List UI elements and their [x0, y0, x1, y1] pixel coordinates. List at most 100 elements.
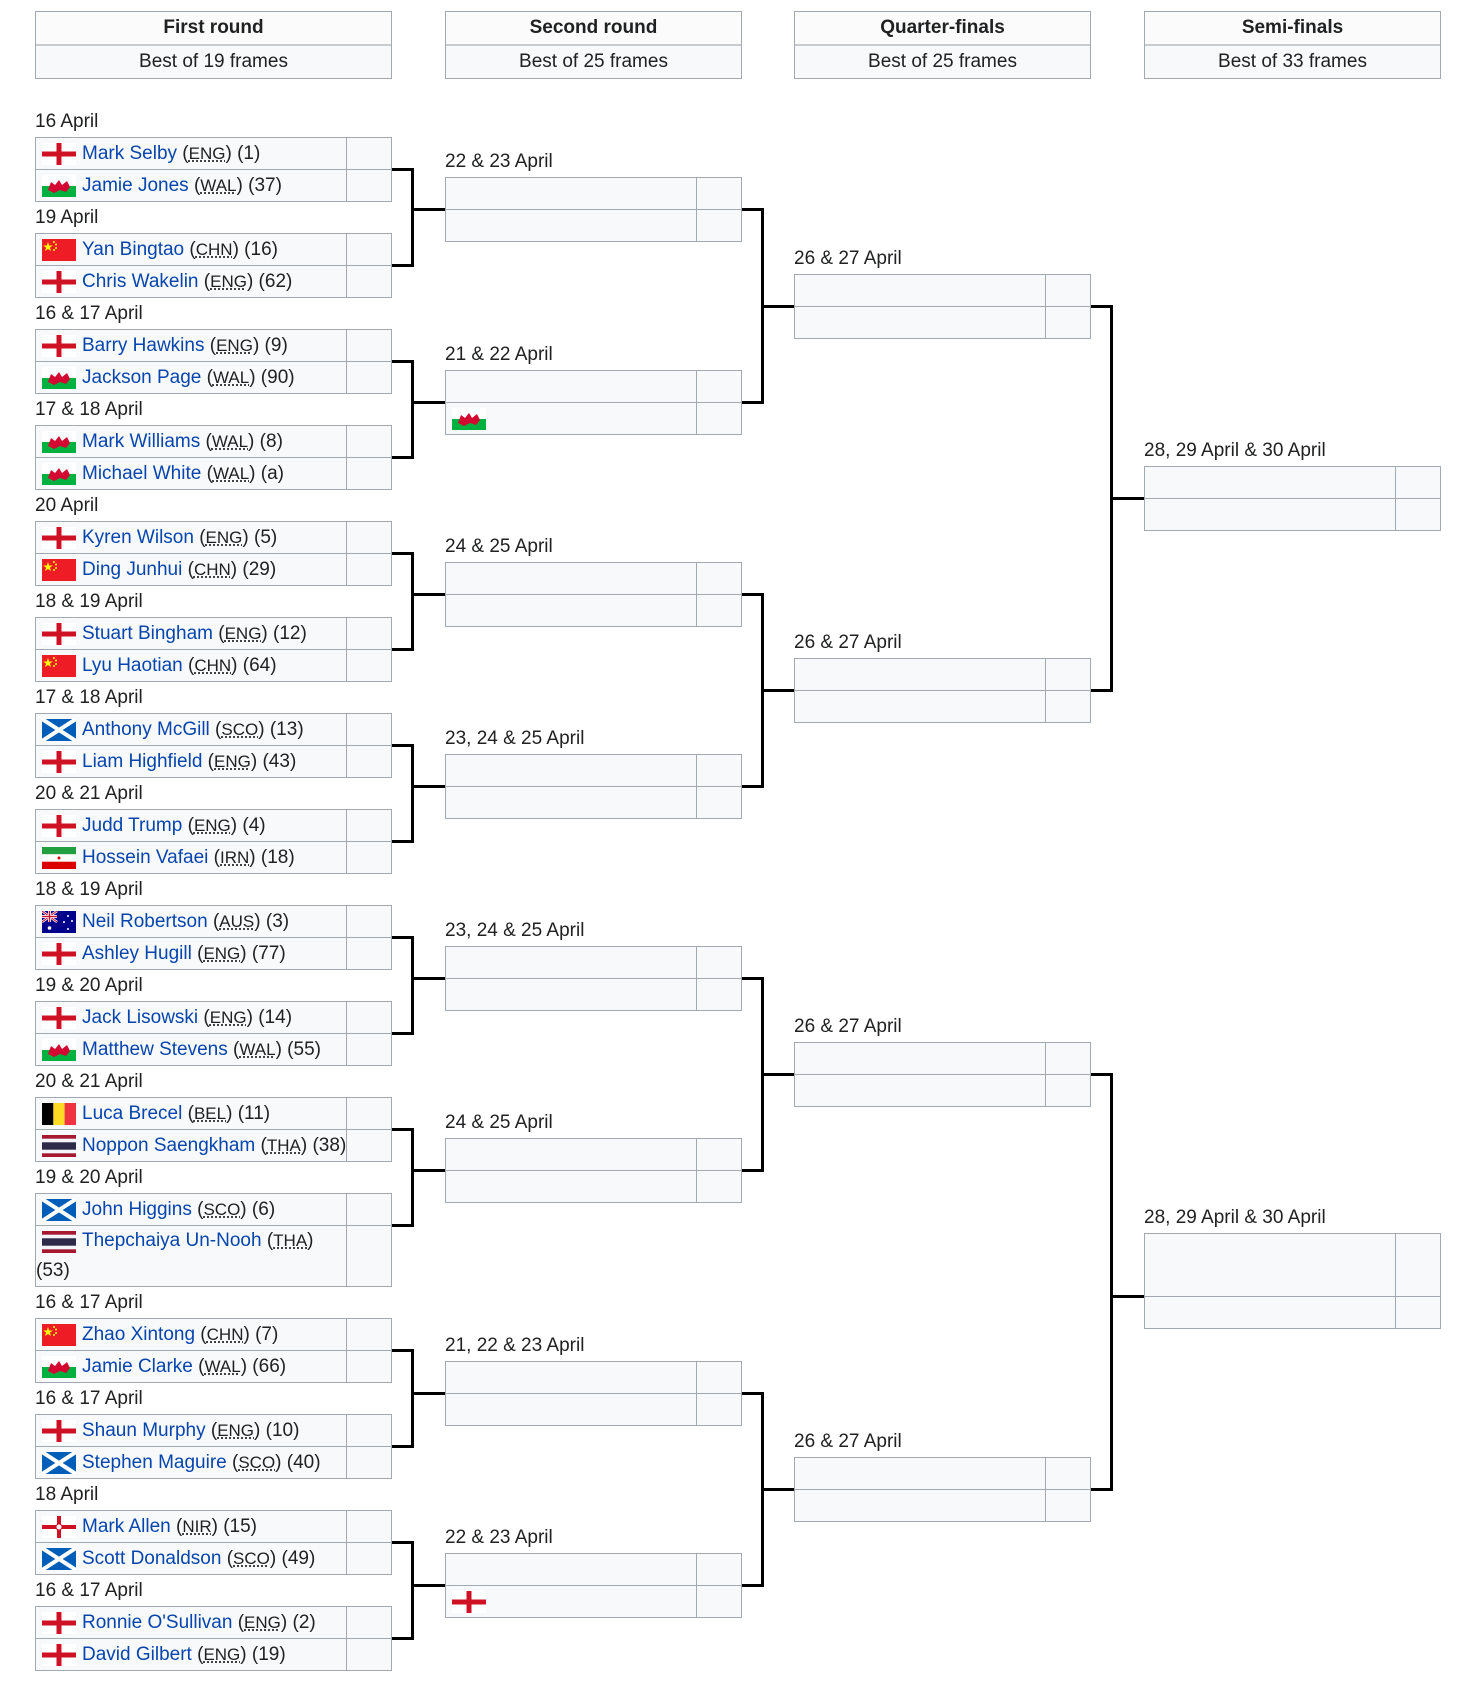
bracket-connector	[410, 551, 414, 651]
player-link[interactable]: Stuart Bingham	[82, 623, 213, 644]
player-row	[446, 978, 741, 1010]
player-row: Stephen Maguire (SCO) (40)	[36, 1446, 391, 1478]
player-row	[1145, 467, 1440, 498]
player-link[interactable]: Luca Brecel	[82, 1103, 183, 1124]
bracket-connector	[392, 1223, 414, 1227]
player-link[interactable]: Jack Lisowski	[82, 1007, 199, 1028]
player-link[interactable]: Judd Trump	[82, 815, 183, 836]
player-row: Judd Trump (ENG) (4)	[36, 810, 391, 841]
player-link[interactable]: Liam Highfield	[82, 751, 203, 772]
player-link[interactable]: Mark Allen	[82, 1516, 171, 1537]
player-link[interactable]: Mark Selby	[82, 143, 178, 164]
player-cell	[795, 691, 1045, 722]
seed: 38	[318, 1135, 340, 1156]
match-box: Anthony McGill (SCO) (13)Liam Highfield …	[35, 713, 392, 778]
player-cell	[446, 755, 696, 786]
nationality-abbr: THA	[273, 1231, 308, 1250]
bracket-connector	[1109, 1072, 1113, 1491]
player-row	[446, 209, 741, 241]
player-entry: Thepchaiya Un-Nooh (THA)	[82, 1230, 314, 1251]
player-link[interactable]: Thepchaiya Un-Nooh	[82, 1230, 262, 1251]
player-entry: Zhao Xintong (CHN) (7)	[82, 1324, 279, 1345]
match-box	[445, 1138, 742, 1203]
player-link[interactable]: Shaun Murphy	[82, 1420, 206, 1441]
player-link[interactable]: Yan Bingtao	[82, 239, 185, 260]
player-link[interactable]: Ronnie O'Sullivan	[82, 1612, 233, 1633]
player-link[interactable]: Zhao Xintong	[82, 1324, 196, 1345]
player-cell: Matthew Stevens (WAL) (55)	[36, 1034, 346, 1065]
score-cell	[1045, 659, 1090, 690]
nationality-abbr: ENG	[205, 528, 243, 547]
match-date: 16 April	[35, 111, 99, 132]
player-link[interactable]: Stephen Maguire	[82, 1452, 227, 1473]
player-row	[1145, 498, 1440, 530]
score-cell	[346, 426, 391, 457]
score-cell	[696, 403, 741, 434]
player-link[interactable]: Michael White	[82, 463, 202, 484]
match-date: 16 & 17 April	[35, 303, 143, 324]
nationality-abbr: ENG	[209, 1008, 247, 1027]
player-row: David Gilbert (ENG) (19)	[36, 1638, 391, 1670]
score-cell	[346, 266, 391, 297]
player-entry: Ashley Hugill (ENG) (77)	[82, 943, 286, 964]
player-link[interactable]: Kyren Wilson	[82, 527, 194, 548]
player-link[interactable]: Chris Wakelin	[82, 271, 199, 292]
player-link[interactable]: Jackson Page	[82, 367, 202, 388]
player-link[interactable]: Hossein Vafaei	[82, 847, 209, 868]
player-link[interactable]: Scott Donaldson	[82, 1548, 222, 1569]
seed: 10	[271, 1420, 294, 1441]
nationality-abbr: ENG	[214, 752, 251, 771]
bracket-connector	[410, 359, 414, 459]
player-cell	[795, 659, 1045, 690]
player-link[interactable]: Noppon Saengkham	[82, 1135, 256, 1156]
player-cell	[795, 275, 1045, 306]
match-date: 26 & 27 April	[794, 1016, 902, 1037]
player-entry: Anthony McGill (SCO) (13)	[82, 719, 304, 740]
bracket-connector	[742, 1168, 764, 1172]
player-entry: Jamie Clarke (WAL) (66)	[82, 1356, 287, 1377]
bracket-connector	[742, 784, 764, 788]
player-line: Thepchaiya Un-Nooh (THA)	[36, 1226, 346, 1256]
bracket-connector	[412, 400, 445, 404]
player-link[interactable]: Jamie Clarke	[82, 1356, 193, 1377]
player-row: Ronnie O'Sullivan (ENG) (2)	[36, 1607, 391, 1638]
bracket-connector	[410, 743, 414, 843]
bracket-connector	[410, 1127, 414, 1227]
player-cell: Kyren Wilson (ENG) (5)	[36, 522, 346, 553]
nationality-abbr: ENG	[193, 816, 231, 835]
bracket-connector	[392, 1348, 414, 1352]
seed: 90	[267, 367, 289, 388]
round-title: Semi-finals	[1145, 12, 1440, 46]
player-link[interactable]: Anthony McGill	[82, 719, 210, 740]
bracket-connector	[412, 1583, 445, 1587]
seed: 13	[276, 719, 298, 740]
player-entry: Scott Donaldson (SCO) (49)	[82, 1548, 316, 1569]
match-date: 24 & 25 April	[445, 1112, 553, 1133]
player-link[interactable]: Matthew Stevens	[82, 1039, 228, 1060]
player-link[interactable]: Ashley Hugill	[82, 943, 192, 964]
player-link[interactable]: Lyu Haotian	[82, 655, 183, 676]
player-link[interactable]: Barry Hawkins	[82, 335, 205, 356]
player-link[interactable]: David Gilbert	[82, 1644, 192, 1665]
score-cell	[346, 170, 391, 201]
player-cell: Anthony McGill (SCO) (13)	[36, 714, 346, 745]
player-entry: Mark Selby (ENG) (1)	[82, 143, 261, 164]
player-link[interactable]: John Higgins	[82, 1199, 192, 1220]
player-entry: Stuart Bingham (ENG) (12)	[82, 623, 307, 644]
nationality-abbr: SCO	[203, 1200, 241, 1219]
player-row	[795, 1043, 1090, 1074]
match-date: 23, 24 & 25 April	[445, 728, 585, 749]
match-date: 26 & 27 April	[794, 248, 902, 269]
player-link[interactable]: Ding Junhui	[82, 559, 183, 580]
player-row: Mark Selby (ENG) (1)	[36, 138, 391, 169]
nationality-abbr: ENG	[224, 624, 262, 643]
bracket-connector	[392, 647, 414, 651]
player-link[interactable]: Neil Robertson	[82, 911, 208, 932]
player-link[interactable]: Jamie Jones	[82, 175, 189, 196]
player-link[interactable]: Mark Williams	[82, 431, 201, 452]
round-title: Quarter-finals	[795, 12, 1090, 46]
seed: 66	[258, 1356, 280, 1377]
player-row	[795, 1458, 1090, 1489]
player-row: Kyren Wilson (ENG) (5)	[36, 522, 391, 553]
match-date: 24 & 25 April	[445, 536, 553, 557]
